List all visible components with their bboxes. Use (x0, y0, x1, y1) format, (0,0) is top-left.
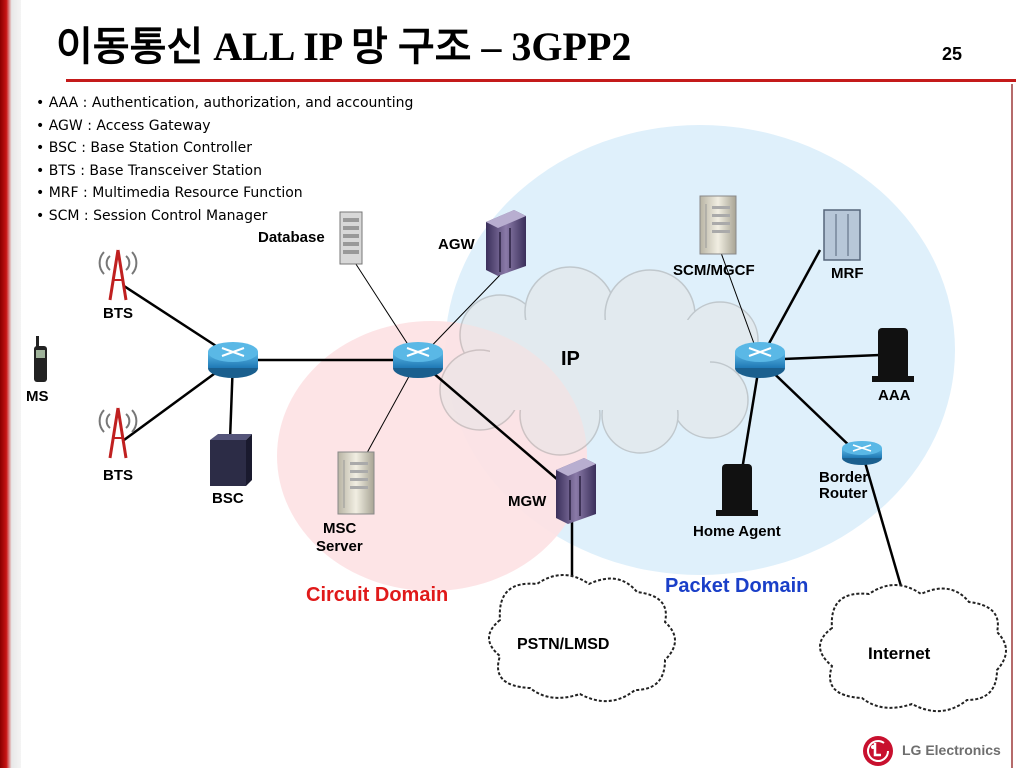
mgw-label: MGW (508, 493, 547, 510)
database-server-icon (339, 211, 363, 265)
aaa-label: AAA (878, 387, 911, 404)
lg-logo: LG Electronics (862, 734, 1012, 768)
router-left-icon (208, 342, 258, 378)
database-label: Database (258, 229, 325, 246)
mobile-phone-icon (34, 336, 47, 382)
msc-server-icon (337, 451, 375, 515)
packet-domain-label: Packet Domain (665, 575, 808, 597)
legend-item-aaa: • AAA : Authentication, authorization, a… (36, 95, 414, 111)
legend-item-mrf: • MRF : Multimedia Resource Function (36, 185, 303, 201)
slide-title: 이동통신 ALL IP 망 구조 – 3GPP2 (56, 24, 632, 69)
border-router-icon (842, 441, 882, 465)
aaa-server-icon (872, 328, 914, 382)
title-underline (66, 79, 1016, 82)
thin-lines (351, 249, 761, 463)
abbreviation-legend: • AAA : Authentication, authorization, a… (36, 92, 413, 227)
legend-item-agw: • AGW : Access Gateway (36, 117, 211, 134)
home-agent-label: Home Agent (693, 523, 781, 540)
ip-cloud (439, 266, 759, 456)
agw-server-icon (486, 210, 526, 276)
left-accent-bar (0, 0, 21, 768)
ms-label: MS (26, 388, 49, 405)
scm-mgcf-server-icon (699, 195, 737, 255)
page-number: 25 (942, 44, 963, 64)
lg-face-icon (863, 736, 893, 766)
home-agent-server-icon (716, 464, 758, 516)
legend-item-bsc: • BSC : Base Station Controller (36, 140, 252, 156)
msc-server-label-line1: MSC (323, 520, 357, 537)
bts-bottom-tower-icon (98, 407, 138, 459)
bsc-server-icon (210, 434, 252, 486)
border-router-label-line1: Border (819, 469, 868, 486)
pstn-cloud (488, 574, 676, 702)
ip-label: IP (561, 348, 580, 370)
border-router-label-line2: Router (819, 485, 867, 502)
scm-mgcf-label: SCM/MGCF (673, 262, 755, 279)
right-frame-line (1011, 84, 1013, 768)
legend-item-bts: • BTS : Base Transceiver Station (36, 162, 262, 179)
bts-top-label: BTS (103, 305, 133, 322)
pstn-label: PSTN/LMSD (517, 636, 609, 653)
internet-cloud (819, 584, 1007, 712)
internet-label: Internet (868, 644, 931, 663)
bts-top-tower-icon (98, 249, 138, 301)
mrf-label: MRF (831, 265, 864, 282)
msc-server-label-line2: Server (316, 538, 363, 555)
router-center-icon (393, 342, 443, 378)
mrf-server-icon (823, 209, 861, 261)
lg-logo-text: LG Electronics (902, 742, 1001, 758)
mgw-server-icon (556, 458, 596, 524)
bsc-label: BSC (212, 490, 244, 507)
circuit-domain-label: Circuit Domain (306, 584, 448, 606)
legend-item-scm: • SCM : Session Control Manager (36, 207, 268, 224)
bts-bottom-label: BTS (103, 467, 133, 484)
agw-label: AGW (438, 236, 476, 253)
router-right-icon (735, 342, 785, 378)
